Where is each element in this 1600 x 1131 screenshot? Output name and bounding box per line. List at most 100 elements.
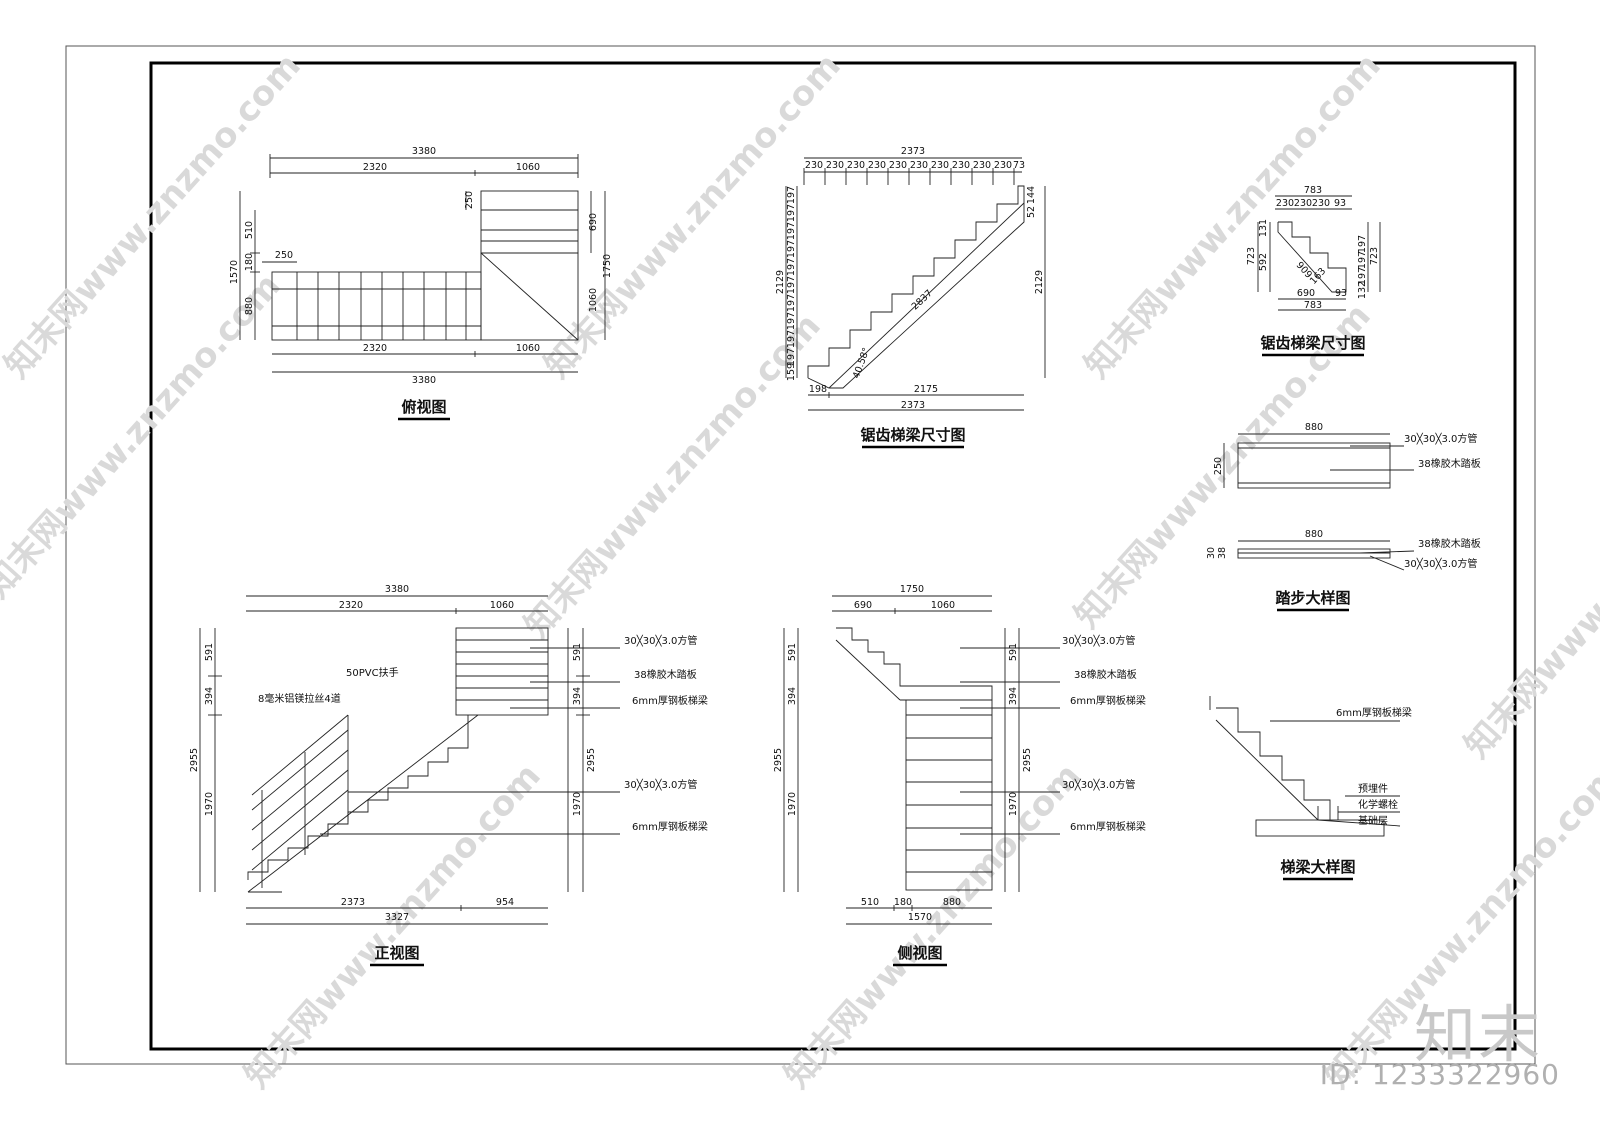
watermark-text: 知末网www.znzmo.com	[237, 756, 549, 1096]
stringer-top-total: 2373	[901, 146, 925, 157]
small-right-part: 197	[1357, 267, 1368, 285]
plan-right-a: 690	[588, 213, 599, 231]
beam-label: 6mm厚钢板梯梁	[1336, 706, 1412, 719]
stringer-tread: 230	[910, 160, 928, 171]
small-left-total: 723	[1246, 247, 1257, 265]
plan-bot-a: 2320	[363, 343, 387, 354]
side-right-b: 394	[1008, 687, 1019, 705]
small-right-part: 197	[1357, 235, 1368, 253]
front-bot-total: 3327	[385, 912, 409, 923]
front-bot-b: 954	[496, 897, 514, 908]
front-right-a: 591	[572, 643, 583, 661]
plan-left-a: 510	[244, 221, 255, 239]
plan-top-total: 3380	[412, 146, 436, 157]
plan-top-a: 2320	[363, 162, 387, 173]
tread-h2: 38	[1217, 547, 1228, 559]
plan-title: 俯视图	[401, 398, 446, 416]
beam-title: 梯梁大样图	[1280, 858, 1355, 876]
front-pipe-label2: 30╳30╳3.0方管	[624, 778, 697, 791]
plan-step-w: 250	[275, 250, 293, 261]
plan-bot-b: 1060	[516, 343, 540, 354]
beam-detail	[1209, 696, 1401, 837]
side-top-b: 1060	[931, 600, 955, 611]
front-title: 正视图	[374, 944, 419, 962]
stringer-riser: 197	[786, 330, 797, 348]
small-stringer-view	[1257, 195, 1381, 311]
stringer-tread: 230	[973, 160, 991, 171]
plan-top-b: 1060	[516, 162, 540, 173]
side-bot-b: 180	[894, 897, 912, 908]
beam-embed-label: 预埋件	[1358, 783, 1388, 795]
front-wires-label: 8毫米铝镁拉丝4道	[258, 692, 341, 705]
beam-bolt-label: 化学螺栓	[1358, 798, 1398, 811]
side-bot-total: 1570	[908, 912, 932, 923]
tread-title: 踏步大样图	[1275, 589, 1350, 607]
small-bot-b: 93	[1335, 288, 1347, 299]
front-right-c: 1970	[572, 792, 583, 816]
front-board-label: 38橡胶木踏板	[634, 668, 697, 681]
watermark-id: ID: 1233322960	[1319, 1058, 1560, 1091]
front-beam-label: 6mm厚钢板梯梁	[632, 694, 708, 707]
tread-leaders	[1330, 445, 1415, 571]
small-left-a: 131	[1258, 219, 1269, 237]
stringer-top-end: 73	[1013, 160, 1025, 171]
small-right-total: 723	[1369, 247, 1380, 265]
beam-base-label: 基础层	[1358, 814, 1388, 827]
watermark-text: 知末网www.znzmo.com	[1457, 426, 1600, 766]
plan-left-total: 1570	[229, 260, 240, 284]
stringer-riser: 159	[786, 363, 797, 381]
side-top-a: 690	[854, 600, 872, 611]
side-beam-label2: 6mm厚钢板梯梁	[1070, 820, 1146, 833]
front-left-b: 394	[204, 687, 215, 705]
stringer-top-ticks	[803, 168, 1015, 185]
plan-left-b: 180	[244, 253, 255, 271]
plan-view	[239, 154, 606, 373]
front-view	[199, 595, 620, 925]
stringer-riser: 197	[786, 312, 797, 330]
small-right-part: 197	[1357, 251, 1368, 269]
front-bot-a: 2373	[341, 897, 365, 908]
side-beam-label: 6mm厚钢板梯梁	[1070, 694, 1146, 707]
small-bot-total: 783	[1304, 300, 1322, 311]
tread-board-label: 38橡胶木踏板	[1418, 457, 1481, 470]
stringer-right-total: 2129	[1034, 270, 1045, 294]
stringer-tread: 230	[847, 160, 865, 171]
tread-pipe-label: 30╳30╳3.0方管	[1404, 432, 1477, 445]
stringer-riser: 197	[786, 348, 797, 366]
stringer-riser: 197	[786, 240, 797, 258]
small-top-part: 230	[1294, 198, 1312, 209]
front-left-a: 591	[204, 643, 215, 661]
stringer-bot-total: 2373	[901, 400, 925, 411]
stringer-riser: 197	[786, 186, 797, 204]
small-right-part: 132	[1357, 281, 1368, 299]
side-top-total: 1750	[900, 584, 924, 595]
side-left-c: 1970	[787, 792, 798, 816]
side-title: 侧视图	[897, 944, 942, 962]
side-bot-c: 880	[943, 897, 961, 908]
stringer-riser-labels: 159 197 197 197 197 197 197 197 197 197 …	[786, 186, 797, 381]
stringer-bot-b: 2175	[914, 384, 938, 395]
small-stringer-title: 锯齿梯梁尺寸图	[1260, 334, 1365, 352]
plan-right-total: 1750	[602, 254, 613, 278]
plan-left-c: 880	[244, 297, 255, 315]
side-pipe-label: 30╳30╳3.0方管	[1062, 634, 1135, 647]
front-right-b: 394	[572, 687, 583, 705]
stringer-view	[785, 157, 1046, 411]
stringer-riser: 197	[786, 204, 797, 222]
tread-h1: 30	[1206, 547, 1217, 559]
small-top-part: 93	[1334, 198, 1346, 209]
stringer-riser: 197	[786, 222, 797, 240]
stringer-tread: 230	[868, 160, 886, 171]
front-top-total: 3380	[385, 584, 409, 595]
front-left-total: 2955	[189, 748, 200, 772]
small-left-b: 592	[1258, 253, 1269, 271]
plan-right-b: 1060	[588, 288, 599, 312]
tread-width2: 880	[1305, 529, 1323, 540]
plan-upper-h: 250	[464, 191, 475, 209]
side-bot-a: 510	[861, 897, 879, 908]
side-view	[783, 595, 1060, 925]
front-top-a: 2320	[339, 600, 363, 611]
tread-board-label2: 38橡胶木踏板	[1418, 537, 1481, 550]
side-pipe-label2: 30╳30╳3.0方管	[1062, 778, 1135, 791]
stringer-tread: 230	[826, 160, 844, 171]
